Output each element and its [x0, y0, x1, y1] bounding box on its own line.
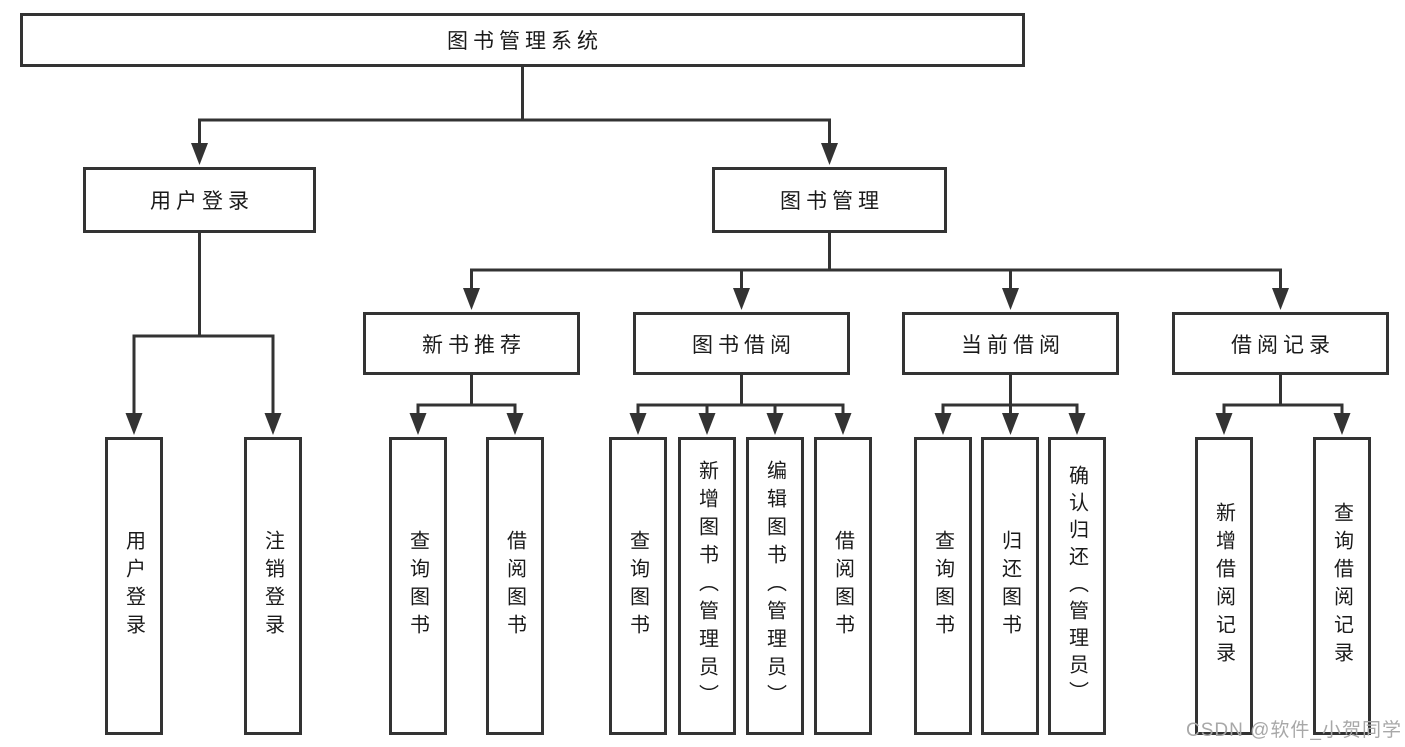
arrowhead: [766, 413, 784, 435]
connector-current-borrowing-children: [934, 373, 1086, 435]
node-current-borrowing: 当前借阅: [902, 312, 1119, 375]
leaf-add-borrow-record: 新增借阅记录: [1195, 437, 1253, 735]
arrowhead: [698, 413, 716, 435]
arrowhead: [629, 413, 647, 435]
node-borrowing-records: 借阅记录: [1172, 312, 1389, 375]
arrowhead: [1068, 413, 1086, 435]
node-book-borrowing: 图书借阅: [633, 312, 850, 375]
leaf-query-books-recommend: 查询图书: [389, 437, 447, 735]
leaf-confirm-return-admin: 确认归还（管理员）: [1048, 437, 1106, 735]
leaf-add-books-admin: 新增图书（管理员）: [678, 437, 736, 735]
arrowhead: [733, 288, 750, 310]
arrowhead: [934, 413, 952, 435]
arrowhead: [1272, 288, 1289, 310]
leaf-user-login: 用户登录: [105, 437, 163, 735]
arrowhead: [463, 288, 480, 310]
arrowhead: [264, 413, 282, 435]
leaf-return-books: 归还图书: [981, 437, 1039, 735]
leaf-edit-books-admin: 编辑图书（管理员）: [746, 437, 804, 735]
watermark: CSDN @软件_小贺同学: [1186, 720, 1402, 741]
node-root: 图书管理系统: [20, 13, 1025, 67]
connector-book-borrowing-children: [629, 373, 852, 435]
arrowhead: [506, 413, 524, 435]
arrowhead: [1333, 413, 1351, 435]
arrowhead: [1215, 413, 1233, 435]
node-user-login: 用户登录: [83, 167, 316, 233]
leaf-logout-login: 注销登录: [244, 437, 302, 735]
connector-records-children: [1215, 373, 1351, 435]
connector-new-book-children: [409, 373, 524, 435]
leaf-query-borrow-record: 查询借阅记录: [1313, 437, 1371, 735]
leaf-borrow-books-recommend: 借阅图书: [486, 437, 544, 735]
arrowhead: [821, 143, 838, 165]
arrowhead: [191, 143, 208, 165]
arrowhead: [1002, 288, 1019, 310]
connector-root-to-level2: [191, 65, 838, 165]
connector-book-management-level3: [463, 231, 1289, 310]
arrowhead: [125, 413, 143, 435]
arrowhead: [1002, 413, 1019, 435]
leaf-query-books-current: 查询图书: [914, 437, 972, 735]
node-new-book-recommendation: 新书推荐: [363, 312, 580, 375]
arrowhead: [409, 413, 427, 435]
leaf-borrow-books-borrowing: 借阅图书: [814, 437, 872, 735]
node-book-management: 图书管理: [712, 167, 947, 233]
connector-user-login-children: [125, 231, 282, 435]
leaf-query-books-borrowing: 查询图书: [609, 437, 667, 735]
arrowhead: [834, 413, 852, 435]
